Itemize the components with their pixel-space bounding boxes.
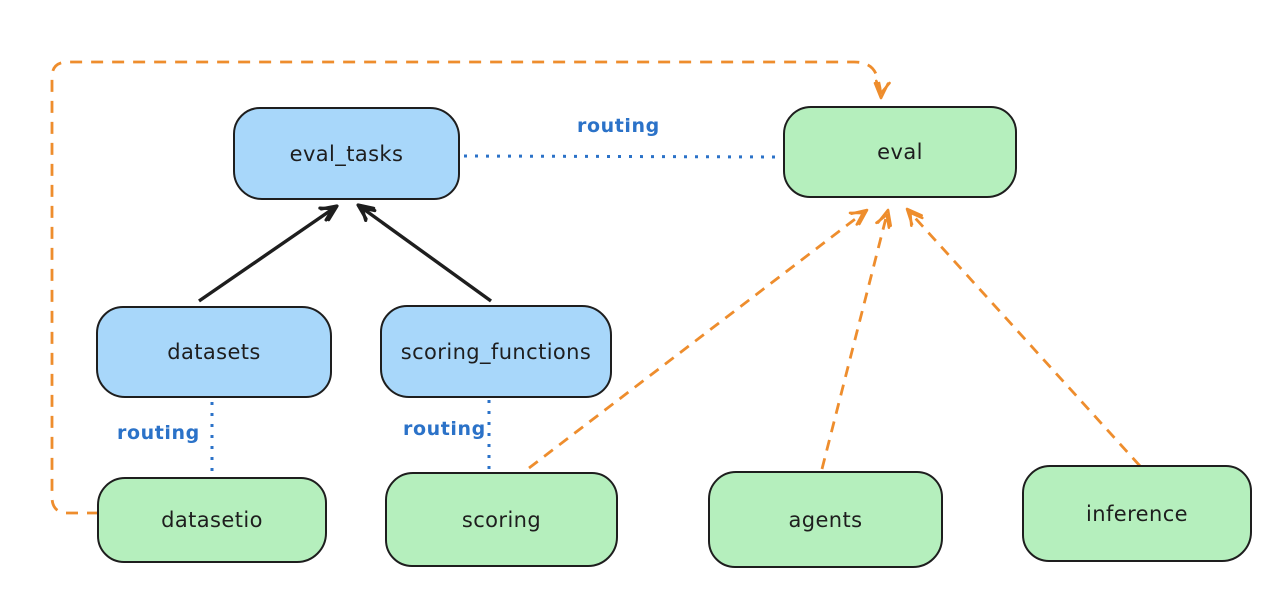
node-scoring-functions-label: scoring_functions xyxy=(400,339,592,364)
edge-agents-eval-head xyxy=(875,213,891,229)
node-datasets: datasets xyxy=(96,306,332,398)
edge-inference-eval xyxy=(905,208,1142,467)
edge-datasetio-eval-loop xyxy=(50,60,883,515)
edge-label-routing-evaltasks-eval: routing xyxy=(577,115,660,137)
edge-datasets-evaltasks xyxy=(198,204,338,303)
edge-scoring-eval-head xyxy=(848,211,865,226)
edge-inference-eval-head xyxy=(909,211,924,227)
node-datasetio-label: datasetio xyxy=(161,508,263,532)
node-scoring-functions: scoring_functions xyxy=(380,305,612,398)
node-datasets-label: datasets xyxy=(167,340,261,364)
edge-scoring-eval xyxy=(528,208,868,470)
node-inference: inference xyxy=(1022,465,1252,562)
edge-agents-eval xyxy=(820,209,890,470)
node-inference-label: inference xyxy=(1086,501,1188,526)
node-datasetio: datasetio xyxy=(97,477,327,563)
edge-datasets-evaltasks-head xyxy=(318,206,335,222)
node-scoring: scoring xyxy=(385,472,618,567)
edge-label-routing-datasets-datasetio: routing xyxy=(117,422,200,444)
edge-datasetio-eval-loop-head xyxy=(875,79,891,95)
edge-label-routing-scoringfns-scoring: routing xyxy=(403,418,486,440)
node-eval-tasks: eval_tasks xyxy=(233,107,460,200)
node-agents: agents xyxy=(708,471,943,568)
node-eval-tasks-label: eval_tasks xyxy=(289,141,404,166)
edge-scoringfunctions-evaltasks-head xyxy=(360,206,377,223)
node-eval: eval xyxy=(783,106,1017,198)
edge-routing-evaltasks-eval xyxy=(463,154,782,159)
node-eval-label: eval xyxy=(877,140,923,164)
node-agents-label: agents xyxy=(788,507,863,532)
node-scoring-label: scoring xyxy=(461,507,542,532)
edge-scoringfunctions-evaltasks xyxy=(357,203,492,303)
